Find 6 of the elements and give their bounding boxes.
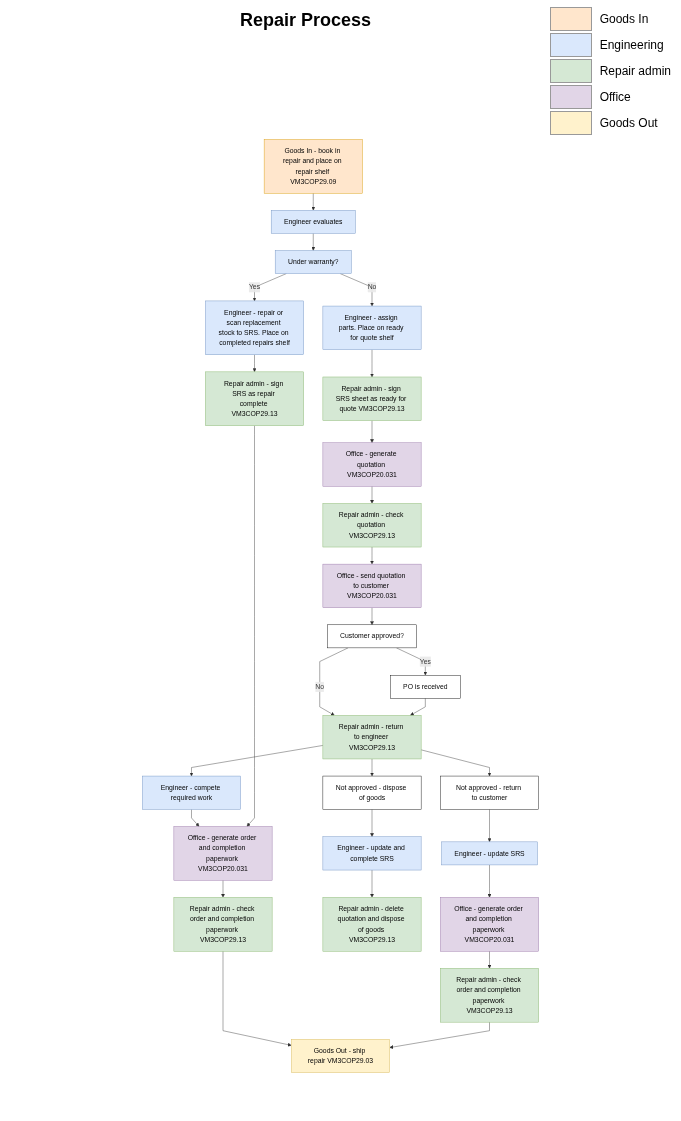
legend-label: Engineering	[599, 38, 664, 52]
legend-label: Repair admin	[599, 64, 671, 78]
legend-label: Goods Out	[599, 116, 658, 130]
legend-label: Office	[599, 90, 631, 104]
diagram-title: Repair Process	[240, 10, 372, 31]
legend-label: Goods In	[599, 12, 649, 26]
